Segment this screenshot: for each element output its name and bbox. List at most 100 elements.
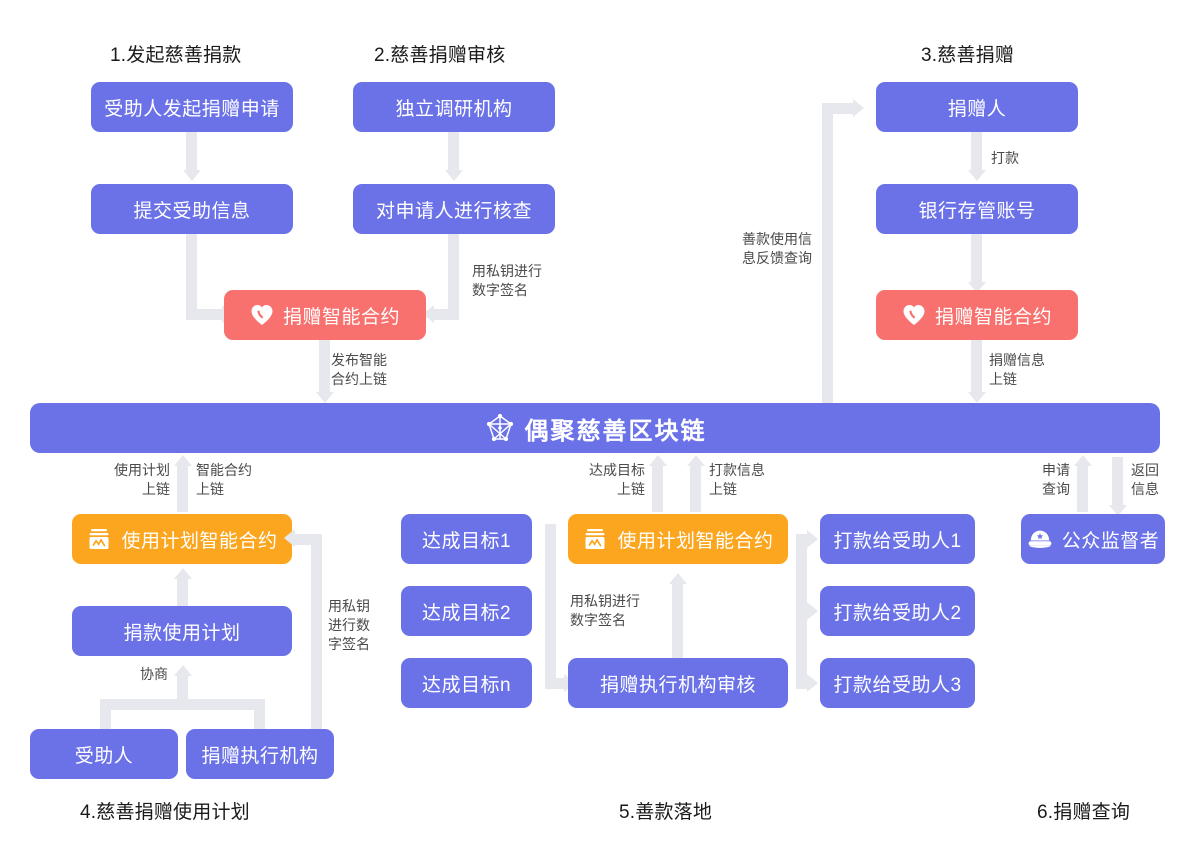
contract-chart-icon — [86, 526, 112, 552]
connector-contract-to-chain-left — [319, 340, 330, 395]
connector-pay-chain-up — [690, 462, 701, 512]
arrowhead-to-pay3 — [807, 674, 818, 692]
edge-label-return-info: 返回信息 — [1131, 462, 1159, 497]
heart-icon — [250, 304, 274, 326]
section-title-4: 4.慈善捐赠使用计划 — [80, 802, 250, 823]
node-usage-plan-smart-contract-left[interactable]: 使用计划智能合约 — [72, 514, 292, 564]
connector-payments-to-pay2 — [796, 606, 810, 617]
arrowhead-to-pay2 — [807, 602, 818, 620]
node-donation-smart-contract-left[interactable]: 捐赠智能合约 — [224, 290, 426, 340]
arrowhead-feedback-to-donor — [853, 99, 864, 117]
section-title-2: 2.慈善捐赠审核 — [374, 45, 506, 66]
connector-contract-to-chain-right — [971, 340, 982, 395]
connector-review-to-contract — [672, 580, 683, 658]
connector-submit-right — [186, 309, 224, 320]
connector-bank-to-contract — [971, 234, 982, 286]
edge-label-plan-chain: 使用计划上链 — [114, 462, 170, 497]
arrowhead-research-to-verify — [445, 170, 463, 181]
connector-feedback-horizontal — [822, 103, 854, 114]
arrowhead-goal-chain-up — [649, 455, 667, 466]
connector-submit-down — [186, 234, 197, 316]
arrowhead-plan-contract-to-chain — [174, 455, 192, 466]
arrowhead-plan-to-contract — [174, 568, 192, 579]
node-label: 捐赠智能合约 — [934, 306, 1052, 328]
node-verify-applicant[interactable]: 对申请人进行核查 — [353, 184, 555, 234]
heart-icon — [902, 304, 926, 326]
edge-label-sign-apply: 用私钥进行数字签名 — [472, 263, 542, 298]
police-cap-icon — [1027, 528, 1053, 550]
node-executor-review[interactable]: 捐赠执行机构审核 — [568, 658, 788, 708]
node-donor[interactable]: 捐赠人 — [876, 82, 1078, 132]
node-payment-1[interactable]: 打款给受助人1 — [820, 514, 975, 564]
connector-verify-left — [434, 309, 459, 320]
arrowhead-contract-to-chain-right — [968, 392, 986, 403]
section-title-3: 3.慈善捐赠 — [921, 45, 1015, 66]
connector-merge-crossbar — [100, 699, 265, 710]
arrowhead-pay-chain-up — [687, 455, 705, 466]
arrowhead-review-to-contract — [669, 573, 687, 584]
edge-label-donation-info-chain: 捐赠信息上链 — [989, 352, 1045, 387]
section-title-5: 5.善款落地 — [619, 802, 713, 823]
connector-goals-bus — [545, 524, 556, 684]
node-goal-1[interactable]: 达成目标1 — [401, 514, 532, 564]
blockchain-network-icon — [484, 412, 516, 444]
connector-goal-chain-up — [652, 462, 663, 512]
connector-query-up — [1077, 462, 1088, 512]
node-label: 公众监督者 — [1061, 530, 1160, 552]
node-label: 偶聚慈善区块链 — [524, 417, 707, 445]
connector-donor-to-bank — [971, 132, 982, 171]
node-label: 捐赠智能合约 — [282, 306, 400, 328]
edge-label-contract-chain: 智能合约上链 — [196, 462, 252, 497]
edge-label-transfer: 打款 — [991, 150, 1019, 166]
node-label: 使用计划智能合约 — [617, 530, 774, 552]
connector-plan-to-contract — [177, 575, 188, 607]
node-goal-n[interactable]: 达成目标n — [401, 658, 532, 708]
arrowhead-to-pay1 — [807, 530, 818, 548]
node-submit-info[interactable]: 提交受助信息 — [91, 184, 293, 234]
edge-label-negotiate: 协商 — [140, 666, 168, 682]
edge-label-publish-contract: 发布智能合约上链 — [331, 352, 387, 387]
connector-merge-left-leg — [100, 699, 111, 729]
connector-return-down — [1112, 457, 1123, 507]
node-charity-blockchain-bar[interactable]: 偶聚慈善区块链 — [30, 403, 1160, 453]
connector-merge-stem — [177, 672, 188, 704]
arrowhead-query-up — [1074, 455, 1092, 466]
node-bank-custody-account[interactable]: 银行存管账号 — [876, 184, 1078, 234]
edge-label-sign-exec: 用私钥进行数字签名 — [570, 593, 640, 628]
node-beneficiary[interactable]: 受助人 — [30, 729, 178, 779]
connector-merge-right-leg — [254, 699, 265, 729]
node-independent-research[interactable]: 独立调研机构 — [353, 82, 555, 132]
contract-chart-icon — [582, 526, 608, 552]
edge-label-sign-plan: 用私钥进行数字签名 — [328, 598, 370, 652]
node-payment-3[interactable]: 打款给受助人3 — [820, 658, 975, 708]
arrowhead-return-down — [1109, 505, 1127, 516]
section-title-6: 6.捐赠查询 — [1037, 802, 1131, 823]
node-beneficiary-apply[interactable]: 受助人发起捐赠申请 — [91, 82, 293, 132]
node-goal-2[interactable]: 达成目标2 — [401, 586, 532, 636]
arrowhead-donor-to-bank — [968, 170, 986, 181]
connector-apply-to-submit — [186, 132, 197, 171]
node-label: 使用计划智能合约 — [121, 530, 278, 552]
connector-goals-to-review — [545, 678, 567, 689]
connector-plan-contract-to-chain — [177, 462, 188, 512]
connector-research-to-verify — [448, 132, 459, 171]
connector-payments-to-pay3 — [796, 678, 810, 689]
edge-label-goal-chain: 达成目标上链 — [589, 462, 645, 497]
arrowhead-merge-to-plan — [174, 665, 192, 676]
connector-executor-sign-horizontal — [294, 534, 322, 545]
node-donation-executor[interactable]: 捐赠执行机构 — [186, 729, 334, 779]
arrowhead-executor-sign-to-contract — [284, 529, 295, 547]
node-usage-plan-smart-contract-mid[interactable]: 使用计划智能合约 — [568, 514, 788, 564]
edge-label-fund-usage-feedback: 善款使用信息反馈查询 — [742, 231, 812, 266]
node-donation-usage-plan[interactable]: 捐款使用计划 — [72, 606, 292, 656]
node-donation-smart-contract-right[interactable]: 捐赠智能合约 — [876, 290, 1078, 340]
node-payment-2[interactable]: 打款给受助人2 — [820, 586, 975, 636]
edge-label-pay-chain: 打款信息上链 — [709, 462, 765, 497]
section-title-1: 1.发起慈善捐款 — [110, 45, 242, 66]
connector-executor-sign-vertical — [311, 539, 322, 729]
arrowhead-bank-to-contract — [968, 282, 986, 293]
edge-label-query-request: 申请查询 — [1042, 462, 1070, 497]
node-public-supervisor[interactable]: 公众监督者 — [1021, 514, 1165, 564]
arrowhead-apply-to-submit — [183, 170, 201, 181]
